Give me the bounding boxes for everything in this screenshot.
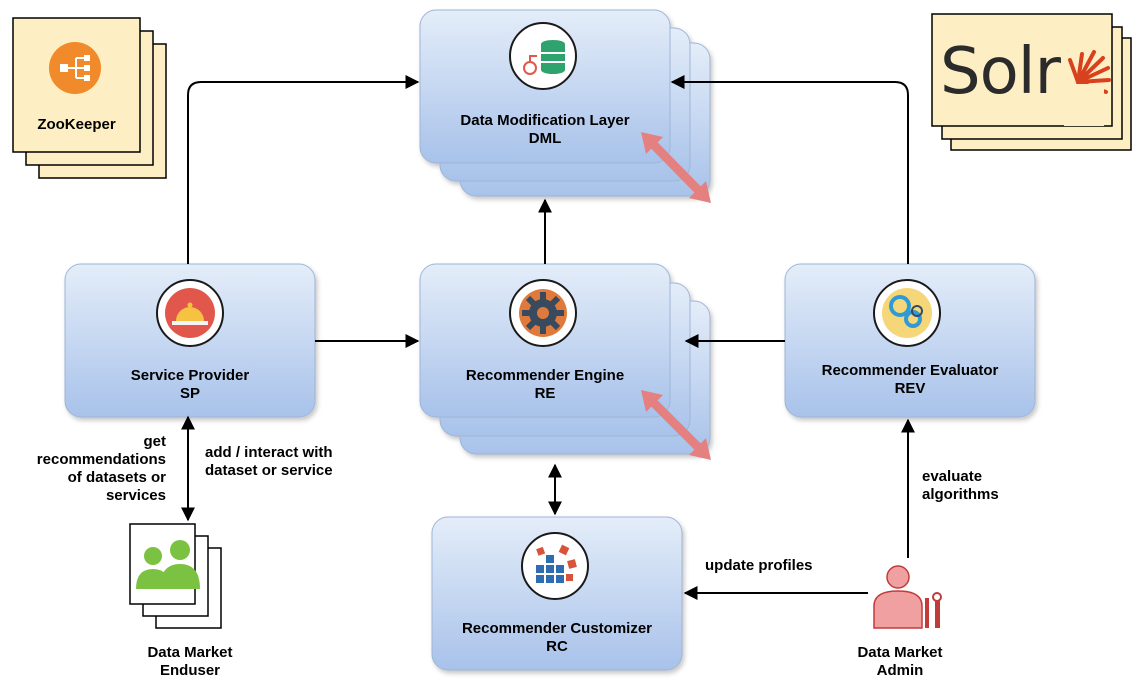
rev-abbr: REV xyxy=(894,380,926,397)
edge-text-line: algorithms xyxy=(922,486,999,503)
update-profiles-label: update profiles xyxy=(705,557,813,574)
get-recommendations-label: get recommendations of datasets or servi… xyxy=(20,433,166,505)
edge-text-line: of datasets or xyxy=(67,469,166,486)
users-icon xyxy=(136,540,200,589)
enduser-label: Data Market Enduser xyxy=(110,644,270,680)
re-abbr: RE xyxy=(534,385,556,402)
enduser-line2: Enduser xyxy=(159,662,220,679)
admin-line2: Admin xyxy=(876,662,924,679)
gear-icon xyxy=(509,279,577,347)
sp-abbr: SP xyxy=(179,385,200,402)
enduser-line1: Data Market xyxy=(147,644,233,661)
evaluate-label: evaluate algorithms xyxy=(922,468,1042,504)
re-name: Recommender Engine xyxy=(465,367,625,384)
sp-to-dml-edge xyxy=(187,75,420,264)
zookeeper-label: ZooKeeper xyxy=(37,116,116,133)
edge-text-line: evaluate xyxy=(922,468,983,485)
solr-label: Solr xyxy=(940,35,1061,109)
re-scale-arrow xyxy=(641,390,711,460)
admin-label: Data Market Admin xyxy=(820,644,980,680)
gears-magnifier-icon xyxy=(873,279,941,347)
rc-name: Recommender Customizer xyxy=(461,620,653,637)
edge-text-line: get xyxy=(143,433,167,450)
add-interact-label: add / interact with dataset or service xyxy=(205,444,385,480)
rc-label: Recommender Customizer RC xyxy=(432,620,682,656)
edge-text-line: recommendations xyxy=(36,451,166,468)
database-icon xyxy=(509,22,577,90)
sp-name: Service Provider xyxy=(130,367,250,384)
admin-line1: Data Market xyxy=(857,644,943,661)
zookeeper-card xyxy=(12,17,167,179)
edge-text-line: dataset or service xyxy=(205,462,333,479)
zookeeper-icon xyxy=(49,42,101,94)
edge-text-line: add / interact with xyxy=(205,444,333,461)
connectors xyxy=(181,75,915,600)
admin-tools-icon xyxy=(873,565,942,629)
solr-icon-mask xyxy=(1064,84,1104,126)
re-label: Recommender Engine RE xyxy=(420,367,670,403)
dml-name: Data Modification Layer xyxy=(460,112,630,129)
dml-abbr: DML xyxy=(528,130,562,147)
sp-label: Service Provider SP xyxy=(65,367,315,403)
rev-to-dml-edge xyxy=(670,75,909,264)
edge-text-line: services xyxy=(105,487,166,504)
rc-abbr: RC xyxy=(546,638,568,655)
dml-label: Data Modification Layer DML xyxy=(420,112,670,148)
rev-label: Recommender Evaluator REV xyxy=(785,362,1035,398)
bell-icon xyxy=(156,279,224,347)
dml-scale-arrow xyxy=(641,132,711,203)
blocks-icon xyxy=(521,532,589,600)
rev-name: Recommender Evaluator xyxy=(821,362,999,379)
